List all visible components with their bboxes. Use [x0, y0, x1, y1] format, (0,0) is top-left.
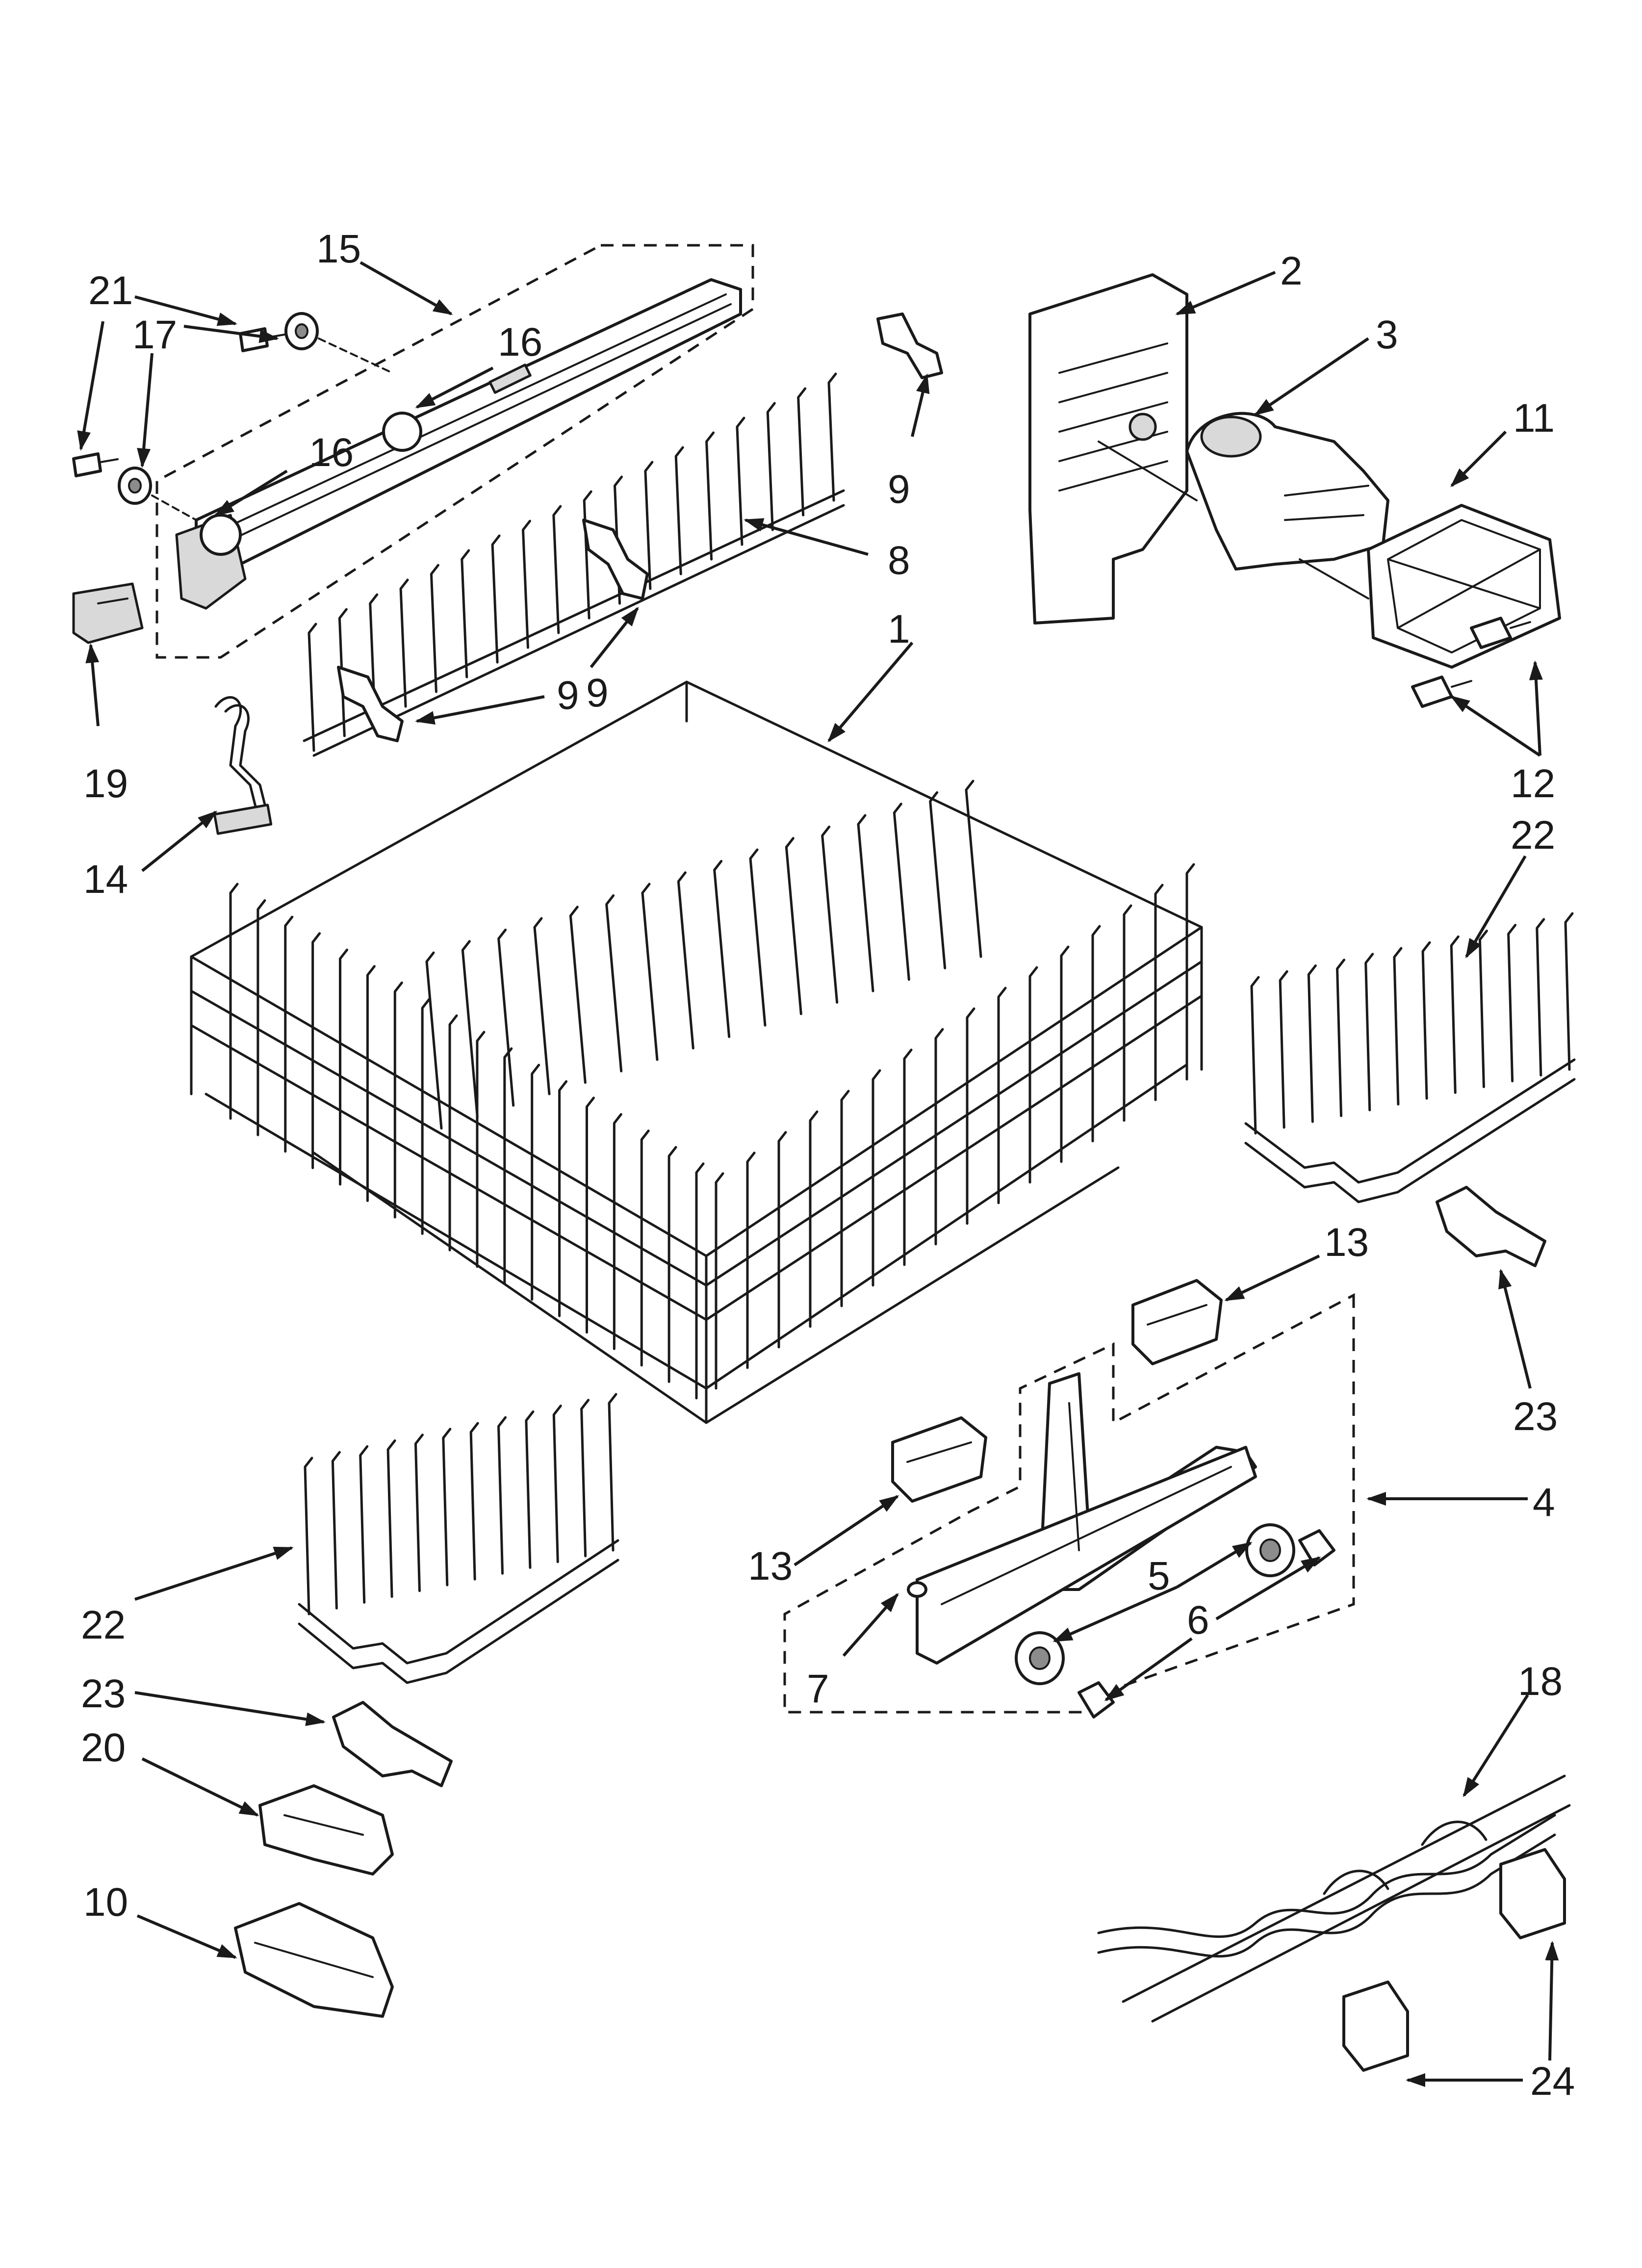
- rail-roller-right: [382, 412, 422, 452]
- callout-labels: 1 2 3 4 5 6 7 8 9 9 9 10 11 12 13 13 14 …: [81, 227, 1575, 2104]
- part-tine-row-8: [303, 372, 845, 757]
- callout-8: 8: [888, 538, 910, 583]
- callout-23-right: 23: [1513, 1394, 1558, 1439]
- part-end-cap: [72, 582, 144, 644]
- part-clips-13: [891, 1279, 1223, 1503]
- part-screws-washers: [72, 312, 393, 521]
- callout-9-lower: 9: [557, 673, 579, 718]
- callout-22-left: 22: [81, 1603, 126, 1647]
- callout-9-middle: 9: [586, 671, 609, 715]
- part-diverter-3: [1185, 412, 1389, 571]
- part-upper-rack-basket: [190, 680, 1203, 1424]
- part-manifold-2: [1028, 273, 1198, 625]
- callout-10: 10: [83, 1880, 128, 1925]
- callout-15: 15: [316, 227, 361, 271]
- screw-upper: [239, 327, 269, 352]
- part-wire-bracket: [213, 696, 273, 835]
- callout-16-lower: 16: [309, 430, 354, 475]
- callout-16-upper: 16: [498, 320, 542, 365]
- part-bracket-20: [258, 1784, 394, 1876]
- clip-middle: [582, 519, 649, 600]
- callout-14: 14: [83, 857, 128, 902]
- callout-7: 7: [807, 1667, 829, 1711]
- leader-lines: [77, 261, 1559, 2087]
- callout-17: 17: [132, 313, 177, 357]
- rail-roller-left: [200, 514, 242, 556]
- screw-lower: [72, 452, 102, 477]
- part-rack-clip-left: [332, 1701, 453, 1787]
- clip-lower: [337, 666, 404, 742]
- callout-6: 6: [1187, 1598, 1209, 1642]
- callout-13-lower: 13: [748, 1544, 793, 1589]
- callout-23-left: 23: [81, 1671, 126, 1716]
- part-cup-shelf-18: [1097, 1774, 1571, 2023]
- callout-21: 21: [88, 268, 133, 313]
- callout-5: 5: [1148, 1554, 1170, 1598]
- callout-18: 18: [1518, 1659, 1563, 1704]
- callout-24: 24: [1530, 2059, 1575, 2104]
- part-rack-clip-right: [1436, 1186, 1546, 1267]
- callout-3: 3: [1376, 313, 1398, 357]
- part-rail-assembly: [155, 244, 754, 659]
- callout-19: 19: [83, 761, 128, 806]
- part-clips-24: [1342, 1848, 1566, 2072]
- rail-group-boundary: [155, 244, 754, 659]
- part-bearings-5: [1015, 1523, 1295, 1685]
- part-adjuster-assembly: [783, 1293, 1355, 1714]
- callout-1: 1: [888, 607, 910, 652]
- part-guide-10: [234, 1902, 394, 2018]
- part-clips-9: [337, 313, 943, 742]
- part-tine-rack-right: [1244, 912, 1576, 1203]
- clip-upper: [876, 313, 943, 379]
- callout-4: 4: [1533, 1480, 1555, 1525]
- callout-22-right: 22: [1511, 813, 1555, 858]
- callout-11: 11: [1513, 396, 1555, 441]
- callout-2: 2: [1280, 249, 1303, 293]
- callout-12: 12: [1511, 761, 1555, 806]
- callout-20: 20: [81, 1725, 126, 1770]
- part-tine-rack-left: [298, 1393, 619, 1684]
- part-screws-12: [1411, 617, 1531, 708]
- adjuster-group-boundary: [783, 1293, 1355, 1714]
- slide-rail: [195, 278, 742, 571]
- part-screw-7: [907, 1581, 927, 1598]
- callout-9-upper: 9: [888, 467, 910, 512]
- callout-13-upper: 13: [1324, 1220, 1369, 1265]
